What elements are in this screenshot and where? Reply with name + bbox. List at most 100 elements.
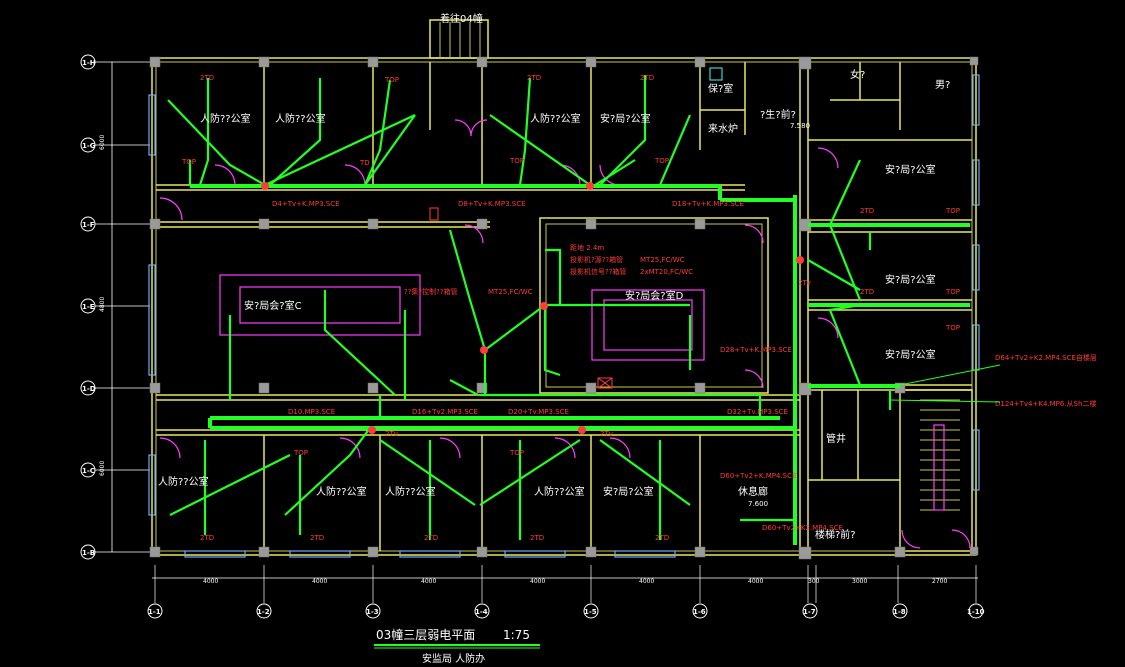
axis-bubble: 1-2 [256, 603, 272, 619]
svg-text:D60+Tv2+K.MP4.SCE: D60+Tv2+K.MP4.SCE [720, 472, 796, 480]
svg-text:D20+Tv.MP3.SCE: D20+Tv.MP3.SCE [508, 408, 569, 416]
room-label: 人防??公室 [158, 475, 209, 488]
room-label: 人防??公室 [275, 112, 326, 125]
svg-text:距地 2.4m: 距地 2.4m [570, 243, 604, 252]
room-label: 男? [935, 79, 950, 91]
svg-text:D32+Tv.MP3.SCE: D32+Tv.MP3.SCE [727, 408, 788, 416]
room-label: 安?局会?室C [244, 299, 302, 312]
axis-bubble: 1-3 [365, 603, 381, 619]
svg-text:1-8: 1-8 [893, 608, 906, 616]
svg-text:TOP: TOP [945, 288, 960, 296]
svg-text:1-B: 1-B [82, 549, 95, 557]
svg-text:TOP: TOP [384, 76, 399, 84]
axis-bubble: 1-4 [474, 603, 490, 619]
svg-text:D28+Tv+K.MP3.SCE: D28+Tv+K.MP3.SCE [720, 346, 792, 354]
svg-text:??集?控制??箱管: ??集?控制??箱管 [404, 287, 458, 296]
svg-text:2TD: 2TD [860, 288, 874, 296]
room-label: 管井 [826, 432, 846, 445]
room-label: 安?局?公室 [885, 273, 936, 286]
svg-text:D60+Tv2+K2.MP4.SCE: D60+Tv2+K2.MP4.SCE [762, 524, 843, 532]
axis-bubble: 1-H [80, 54, 96, 70]
svg-text:1-5: 1-5 [584, 608, 597, 616]
svg-text:TOP: TOP [509, 449, 524, 457]
svg-text:2xMT20,FC/WC: 2xMT20,FC/WC [640, 268, 693, 276]
stair-label: 着往04幢 [440, 12, 483, 25]
svg-text:D4+Tv+K.MP3.SCE: D4+Tv+K.MP3.SCE [272, 200, 340, 208]
svg-text:1-4: 1-4 [475, 608, 488, 616]
axis-bubble: 1-5 [583, 603, 599, 619]
svg-text:1-10: 1-10 [967, 608, 985, 616]
svg-text:TOP: TOP [181, 158, 196, 166]
elevation-label: 7.580 [790, 122, 810, 130]
room-label: 安?局?公室 [603, 485, 654, 498]
svg-text:D64+Tv2+K2.MP4.SCE自楼层: D64+Tv2+K2.MP4.SCE自楼层 [995, 353, 1097, 362]
svg-text:2TD: 2TD [655, 534, 669, 542]
svg-text:2TD: 2TD [640, 74, 654, 82]
axis-bubble: 1-E [80, 298, 96, 314]
svg-text:2TD: 2TD [860, 207, 874, 215]
svg-text:1-G: 1-G [82, 142, 96, 150]
room-labels: 人防??公室 人防??公室 人防??公室 安?局?公室 保?室 来水炉 女? 男… [158, 12, 950, 541]
doors [159, 119, 971, 549]
svg-text:投影机信号??箱管: 投影机信号??箱管 [570, 267, 626, 276]
svg-text:D124+Tv4+K4.MP6.从Sh二楼: D124+Tv4+K4.MP6.从Sh二楼 [995, 399, 1096, 408]
svg-text:1-H: 1-H [82, 59, 96, 67]
svg-text:1-C: 1-C [82, 467, 95, 475]
svg-text:2TD: 2TD [424, 534, 438, 542]
room-label: 休息廊 [738, 485, 768, 498]
room-label: 安?局?公室 [885, 348, 936, 361]
hdim: 4000 [748, 578, 763, 585]
windows [148, 74, 980, 558]
axis-bubble: 1-8 [892, 603, 908, 619]
axis-bubble: 1-D [80, 380, 96, 396]
hdim: 2700 [932, 578, 947, 585]
axis-bubble: 1-6 [692, 603, 708, 619]
hdim: 3000 [852, 578, 867, 585]
room-label: 保?室 [708, 82, 733, 95]
vdim: 6000 [99, 461, 106, 476]
svg-text:2TD: 2TD [527, 74, 541, 82]
svg-text:D18+Tv+K.MP3.SCE: D18+Tv+K.MP3.SCE [672, 200, 744, 208]
svg-text:1-1: 1-1 [148, 608, 161, 616]
svg-text:1-6: 1-6 [693, 608, 706, 616]
svg-text:1-F: 1-F [82, 221, 95, 229]
room-label: 人防??公室 [534, 485, 585, 498]
svg-text:MT25,FC/WC: MT25,FC/WC [640, 256, 685, 264]
svg-text:TOP: TOP [945, 324, 960, 332]
conference-furniture [219, 274, 705, 389]
axis-bubble: 1-10 [967, 603, 985, 619]
svg-text:1-3: 1-3 [366, 608, 379, 616]
axis-bubble: 1-G [80, 137, 96, 153]
svg-text:TOP: TOP [509, 157, 524, 165]
cable-routing [167, 75, 970, 545]
axis-bubble: 1-B [80, 544, 96, 560]
junction-markers [261, 182, 804, 434]
cable-annotations: D4+Tv+K.MP3.SCE D8+Tv+K.MP3.SCE D18+Tv+K… [272, 200, 1097, 532]
elevation-label: 7.600 [748, 500, 768, 508]
svg-text:2Tv: 2Tv [385, 430, 398, 438]
svg-text:D8+Tv+K.MP3.SCE: D8+Tv+K.MP3.SCE [458, 200, 526, 208]
svg-text:TD: TD [359, 159, 370, 167]
hdim: 4000 [421, 578, 436, 585]
vdim: 6000 [99, 135, 106, 150]
hdim: 4000 [530, 578, 545, 585]
svg-text:1-2: 1-2 [257, 608, 270, 616]
hdim: 4000 [203, 578, 218, 585]
svg-text:2TD: 2TD [530, 534, 544, 542]
svg-text:2Tv: 2Tv [798, 279, 811, 287]
svg-text:1-E: 1-E [82, 303, 95, 311]
axis-bubble: 1-1 [147, 603, 163, 619]
svg-text:TOP: TOP [654, 157, 669, 165]
svg-text:1-D: 1-D [82, 385, 96, 393]
vdim: 4800 [99, 297, 106, 312]
svg-text:D10.MP3.SCE: D10.MP3.SCE [288, 408, 335, 416]
svg-text:MT25,FC/WC: MT25,FC/WC [488, 288, 533, 296]
title-block: 03幢三层弱电平面 1:75 安监局 人防办 [374, 627, 540, 665]
room-label: 安?局?公室 [600, 112, 651, 125]
svg-text:投影机?源??箱管: 投影机?源??箱管 [570, 255, 623, 264]
drawing-subtitle: 安监局 人防办 [422, 652, 485, 665]
left-axis-grid: 1-H 1-G 1-F 1-E 1-D 1-C 1-B 6000 4800 60… [80, 54, 150, 560]
drawing-title: 03幢三层弱电平面 [376, 627, 475, 642]
axis-bubble: 1-7 [802, 603, 818, 619]
svg-text:TOP: TOP [945, 207, 960, 215]
